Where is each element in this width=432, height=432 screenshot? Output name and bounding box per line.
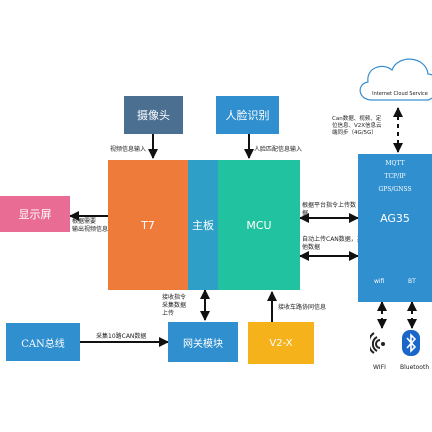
mainboard-label: 主板 xyxy=(192,219,214,232)
can-bus-label: CAN总线 xyxy=(21,338,65,350)
ag35-wifi: wifi xyxy=(374,278,385,285)
cloud-data-label: Can数据、视频、定 位信息、V2X信息云 端同步（4G/5G） xyxy=(332,116,382,136)
gateway-block: 网关模块 xyxy=(168,322,238,362)
camera-block: 摄像头 xyxy=(124,96,183,134)
wifi-caption: WIFI xyxy=(373,364,386,371)
camera-label: 摄像头 xyxy=(137,109,170,122)
video-input-label: 视频信息输入 xyxy=(110,146,147,153)
collect-can-label: 采集10路CAN数据 xyxy=(96,333,147,340)
ag35-bt: BT xyxy=(408,278,416,285)
receive-cmd-label: 接收指令 采集数据 上传 xyxy=(162,294,187,317)
wifi-icon xyxy=(367,332,396,354)
bluetooth-caption: Bluetooth xyxy=(400,364,430,371)
receive-road-label: 接收车路协同信息 xyxy=(278,304,327,311)
auto-upload-label: 自动上传CAN数据，其 他数据 xyxy=(302,236,363,251)
display-output-label: 根据需要 输出视频信息 xyxy=(72,218,109,233)
cloud-label: Internet Cloud Service xyxy=(372,91,428,97)
bluetooth-icon xyxy=(402,330,420,356)
mcu-label: MCU xyxy=(246,218,272,232)
mainboard-block: 主板 xyxy=(188,160,218,290)
v2x-block: V2-X xyxy=(248,322,314,364)
face-recognition-label: 人脸识别 xyxy=(225,109,270,122)
platform-cmd-label: 根据平台指令上传数 据 xyxy=(302,202,357,217)
ag35-gps: GPS/GNSS xyxy=(378,186,412,193)
gateway-label: 网关模块 xyxy=(183,338,223,350)
face-recognition-block: 人脸识别 xyxy=(216,96,279,134)
cloud-shape xyxy=(359,58,432,101)
face-match-input-label: 人脸匹配信息输入 xyxy=(254,146,303,153)
ag35-mqtt: MQTT xyxy=(385,160,405,167)
ag35-tcpip: TCP/IP xyxy=(384,173,406,180)
display-block: 显示屏 xyxy=(0,196,70,232)
mcu-block: MCU xyxy=(218,160,300,290)
t7-block: T7 xyxy=(108,160,188,290)
v2x-label: V2-X xyxy=(269,337,293,349)
ag35-name: AG35 xyxy=(380,212,410,225)
t7-label: T7 xyxy=(141,218,155,232)
ag35-block: MQTT TCP/IP GPS/GNSS AG35 wifi BT xyxy=(358,154,432,302)
display-label: 显示屏 xyxy=(18,208,52,221)
can-bus-block: CAN总线 xyxy=(6,323,80,361)
